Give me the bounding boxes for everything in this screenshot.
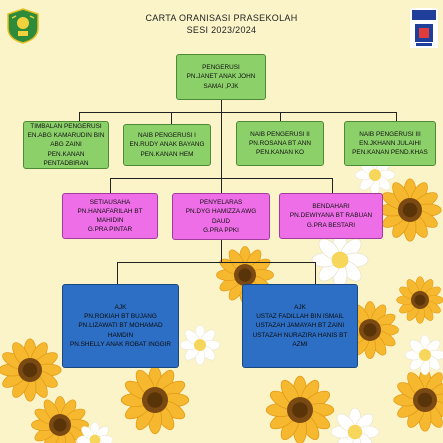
role-label: NAIB PENGERUSI I (138, 132, 196, 140)
member-position: PEN.KANAN HEM (140, 150, 194, 158)
role-label: NAIB PENGERUSI III (359, 130, 421, 138)
member-name: USTAZAH NURAZIRA HANIS BT AZMI (252, 331, 348, 348)
naib-pengerusi-2-box: NAIB PENGERUSI II PN.ROSANA BT ANN PEN.K… (236, 121, 324, 166)
member-position: PEN.KANAN KO (256, 149, 304, 157)
ministry-logo (410, 8, 438, 48)
timbalan-pengerusi-box: TIMBALAN PENGERUSI EN.ABG KAMARUDIN BIN … (23, 121, 109, 169)
school-crest-logo (7, 8, 39, 44)
naib-pengerusi-1-box: NAIB PENGERUSI I EN.RUDY ANAK BAYANG PEN… (123, 124, 211, 166)
session-subtitle: SESI 2023/2024 (186, 25, 257, 35)
member-position: G.PRA PINTAR (87, 226, 133, 234)
connector-line (79, 112, 396, 113)
member-name: SAMAI ,PJK (203, 82, 239, 90)
role-label: SETIAUSAHA (89, 198, 131, 206)
role-label: AJK (114, 303, 127, 311)
member-name: ABG ZAINI (50, 141, 82, 149)
connector-line (110, 178, 333, 179)
member-position: G.PRA BESTARI (306, 221, 356, 229)
connector-line (79, 112, 80, 121)
connector-line (280, 112, 281, 121)
member-position: PEN.KANAN PEND.KHAS (352, 149, 428, 157)
connector-line (221, 240, 222, 262)
member-name: EN.JKHANN JULAIHI (359, 139, 421, 147)
member-name: USTAZ FADILLAH BIN ISMAIL (256, 313, 344, 321)
connector-line (221, 112, 222, 193)
connector-line (117, 262, 316, 263)
chart-title: CARTA ORANISASI PRASEKOLAH (145, 13, 298, 23)
connector-line (117, 262, 118, 284)
connector-line (332, 178, 333, 193)
role-label: PENYELARAS (199, 199, 243, 207)
connector-line (171, 112, 172, 124)
member-name: PN.LIZAWATI BT MOHAMAD HAMDIN (78, 322, 163, 339)
member-name: PN.SHELLY ANAK ROBAT INGGIR (69, 340, 172, 348)
role-label: TIMBALAN PENGERUSI (30, 123, 102, 130)
role-label: AJK (294, 303, 306, 311)
bendahari-box: BENDAHARI PN.DEWIYANA BT RABUAN G.PRA BE… (279, 193, 383, 239)
role-label: BENDAHARI (312, 203, 350, 211)
connector-line (396, 112, 397, 121)
ajk-left-box: AJK PN.ROKIAH BT BUJANG PN.LIZAWATI BT M… (62, 284, 179, 368)
setiausaha-box: SETIAUSAHA PN.HANAFARILAH BT MAHIDIN G.P… (62, 193, 158, 239)
member-name: PN.DYG HAMIZZA AWG DAUD (185, 208, 257, 225)
role-label: NAIB PENGERUSI II (250, 130, 310, 138)
member-name: USTAZAH JAMAYAH BT ZAINI (255, 322, 345, 330)
member-name: PN.HANAFARILAH BT MAHIDIN (77, 207, 143, 224)
role-label: PENGERUSI (202, 64, 240, 72)
member-name: PN.ROKIAH BT BUJANG (84, 313, 157, 321)
member-position: PEN.KANAN PENTADBIRAN (43, 150, 89, 167)
member-name: PN.DEWIYANA BT RABUAN (289, 212, 373, 220)
connector-line (110, 178, 111, 193)
penyelaras-box: PENYELARAS PN.DYG HAMIZZA AWG DAUD G.PRA… (172, 193, 270, 240)
member-name: PN.JANET ANAK JOHN (186, 73, 256, 81)
naib-pengerusi-3-box: NAIB PENGERUSI III EN.JKHANN JULAIHI PEN… (344, 121, 436, 166)
member-position: G.PRA PPKI (203, 226, 239, 234)
ajk-right-box: AJK USTAZ FADILLAH BIN ISMAIL USTAZAH JA… (242, 284, 358, 368)
connector-line (315, 262, 316, 284)
member-name: EN.RUDY ANAK BAYANG (129, 141, 205, 149)
pengerusi-box: PENGERUSI PN.JANET ANAK JOHN SAMAI ,PJK (176, 54, 266, 100)
member-name: EN.ABG KAMARUDIN BIN (27, 132, 105, 140)
connector-line (221, 100, 222, 112)
member-name: PN.ROSANA BT ANN (248, 139, 312, 147)
